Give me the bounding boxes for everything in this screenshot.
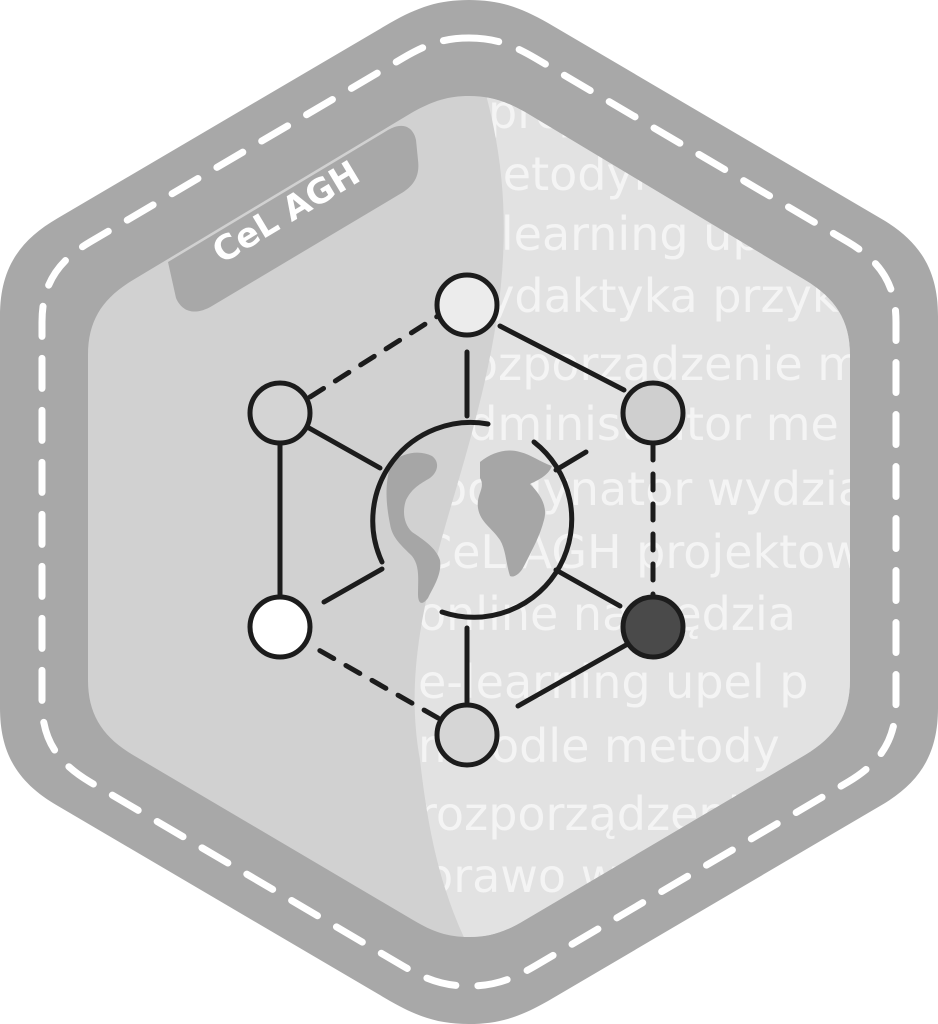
network-node: [434, 702, 500, 768]
spoke: [306, 425, 383, 471]
spoke: [321, 566, 385, 605]
continent-americas: [386, 452, 441, 603]
network-globe-icon: [247, 272, 686, 768]
background-word: dydaktyka przykład: [458, 269, 909, 323]
spoke: [553, 567, 623, 609]
spoke: [553, 449, 589, 473]
badge-ribbon: [168, 125, 419, 312]
network-node: [247, 594, 313, 660]
link-solid: [497, 323, 627, 393]
globe-icon: [386, 450, 552, 603]
link-solid: [515, 642, 629, 709]
link-dashed: [307, 642, 441, 721]
network-node: [247, 380, 313, 446]
background-word: e-learning upel p: [418, 655, 808, 709]
background-word: CeL AGH projektowa: [420, 525, 891, 579]
badge-stitching: [38, 34, 900, 990]
background-word: online narzędzia: [418, 587, 796, 641]
text-panel: [414, 96, 850, 937]
globe-outline: [370, 419, 491, 565]
network-node: [620, 380, 686, 446]
globe-outline: [439, 439, 575, 620]
network-node-active: [620, 594, 686, 660]
network-node: [434, 272, 500, 338]
link-dashed: [307, 313, 441, 400]
continent-europe-asia: [477, 450, 552, 577]
